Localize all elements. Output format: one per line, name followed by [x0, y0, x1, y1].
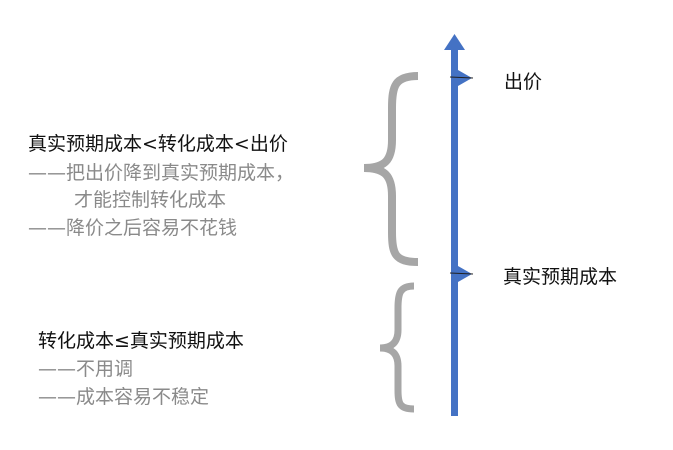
marker-bid: [449, 70, 474, 86]
marker-expected-cost: [449, 266, 474, 282]
upper-block-title: 真实预期成本<转化成本<出价: [28, 133, 288, 155]
label-bid: 出价: [504, 71, 542, 93]
vertical-axis-arrow: [444, 34, 465, 416]
lower-block-title: 转化成本≤真实预期成本: [38, 330, 244, 352]
lower-block-line: ——成本容易不稳定: [38, 386, 209, 408]
lower-brace: [379, 282, 415, 413]
label-expected-cost: 真实预期成本: [503, 266, 617, 288]
lower-block-line: ——不用调: [38, 358, 133, 380]
upper-block-line: ——把出价降到真实预期成本，: [28, 162, 294, 184]
upper-block-line: ——降价之后容易不花钱: [28, 217, 237, 239]
upper-brace: [363, 72, 419, 266]
upper-block-line: 才能控制转化成本: [74, 189, 226, 211]
